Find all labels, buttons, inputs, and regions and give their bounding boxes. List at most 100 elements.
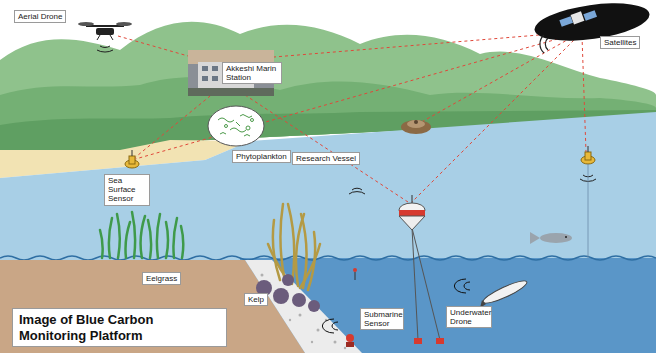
station-photo [212, 66, 218, 71]
fish [530, 232, 572, 244]
phytoplankton-circle [251, 119, 254, 122]
eelgrass [100, 212, 183, 258]
phytoplankton-circle [240, 115, 252, 118]
phytoplankton-circle [230, 128, 246, 132]
eelgrass [173, 218, 177, 258]
label-box: Akkeshi Marin Station [222, 62, 282, 84]
label-text: Kelp [248, 295, 264, 304]
label-text: Phytoplankton [236, 152, 287, 161]
kelp [268, 204, 320, 290]
sea-surface [0, 256, 656, 260]
sea-surface [240, 258, 656, 353]
underwater-drone [454, 277, 529, 308]
phytoplankton-circle [208, 106, 264, 146]
seabed [317, 329, 320, 332]
aerial-drone [110, 35, 113, 40]
phytoplankton-circle [208, 106, 264, 146]
red-dashed-links [245, 95, 408, 202]
label-text: Research Vessel [296, 154, 356, 163]
sea-surface-sensor [588, 146, 589, 152]
satellite [571, 11, 585, 24]
sea-surface [0, 112, 656, 353]
mooring-buoy [412, 228, 440, 340]
label-box: Research Vessel [292, 152, 360, 165]
red-dashed-links [132, 92, 215, 160]
eelgrass [141, 216, 145, 258]
submarine-sensor [436, 338, 444, 344]
station-photo [188, 88, 274, 96]
eelgrass [157, 214, 160, 258]
submarine-sensor [346, 342, 354, 347]
seabed [334, 341, 337, 344]
label-text: Sea Surface Sensor [108, 176, 146, 204]
label-box: Aerial Drone [14, 10, 66, 23]
underwater-drone [481, 277, 529, 306]
seabed [311, 341, 313, 343]
submarine-sensor [353, 268, 357, 272]
label-box: Eelgrass [142, 272, 181, 285]
mooring-buoy [399, 203, 425, 217]
satellite [583, 10, 597, 21]
label-box: Sea Surface Sensor [104, 174, 150, 206]
rocks [273, 288, 289, 304]
rocks [308, 300, 320, 312]
phytoplankton-circle [218, 118, 234, 122]
station-photo [202, 76, 208, 81]
rocks [292, 293, 306, 307]
aerial-drone [96, 28, 114, 35]
eelgrass [126, 222, 131, 258]
research-vessel [414, 120, 418, 124]
rocks [282, 274, 294, 286]
label-box: Phytoplankton [232, 150, 291, 163]
satellite [540, 35, 548, 53]
sea-surface-sensor [585, 152, 591, 160]
red-dashed-links [262, 32, 575, 58]
eelgrass [100, 230, 103, 258]
seabed [245, 260, 362, 353]
aerial-drone [97, 35, 100, 40]
kelp [273, 220, 280, 280]
fish [540, 233, 572, 243]
seabed [344, 347, 346, 349]
red-dashed-links [132, 34, 575, 160]
eelgrass [132, 212, 135, 258]
label-text: Underwater Drone [450, 308, 488, 326]
red-dashed-links [418, 35, 576, 124]
aerial-drone [116, 22, 132, 26]
station-photo [212, 76, 218, 81]
label-box: Satellites [600, 36, 640, 49]
phytoplankton-circle [220, 133, 226, 135]
title: Image of Blue Carbon Monitoring Platform [12, 308, 227, 347]
phytoplankton-circle [236, 122, 250, 136]
mooring-buoy [399, 210, 425, 216]
red-dashed-links [118, 36, 195, 58]
red-dashed-links [412, 36, 578, 202]
label-text: Satellites [604, 38, 636, 47]
research-vessel [349, 120, 431, 194]
kelp [288, 204, 294, 284]
kelp [300, 244, 320, 288]
label-box: Kelp [244, 293, 268, 306]
label-text: Akkeshi Marin Station [226, 64, 278, 82]
sea-surface [0, 112, 656, 353]
research-vessel [401, 120, 431, 134]
aerial-drone [97, 46, 113, 52]
satellite [532, 0, 652, 53]
sea-surface-sensor [129, 156, 135, 164]
submarine-sensor [322, 319, 338, 333]
aerial-drone [78, 22, 132, 52]
label-text: Aerial Drone [18, 12, 62, 21]
eelgrass [166, 222, 168, 258]
seabed [299, 314, 302, 317]
sea-surface-sensor [588, 164, 589, 258]
research-vessel [407, 120, 425, 128]
satellite [559, 16, 573, 27]
submarine-sensor [355, 272, 356, 280]
phytoplankton-circle [218, 115, 254, 137]
eelgrass [181, 226, 183, 258]
